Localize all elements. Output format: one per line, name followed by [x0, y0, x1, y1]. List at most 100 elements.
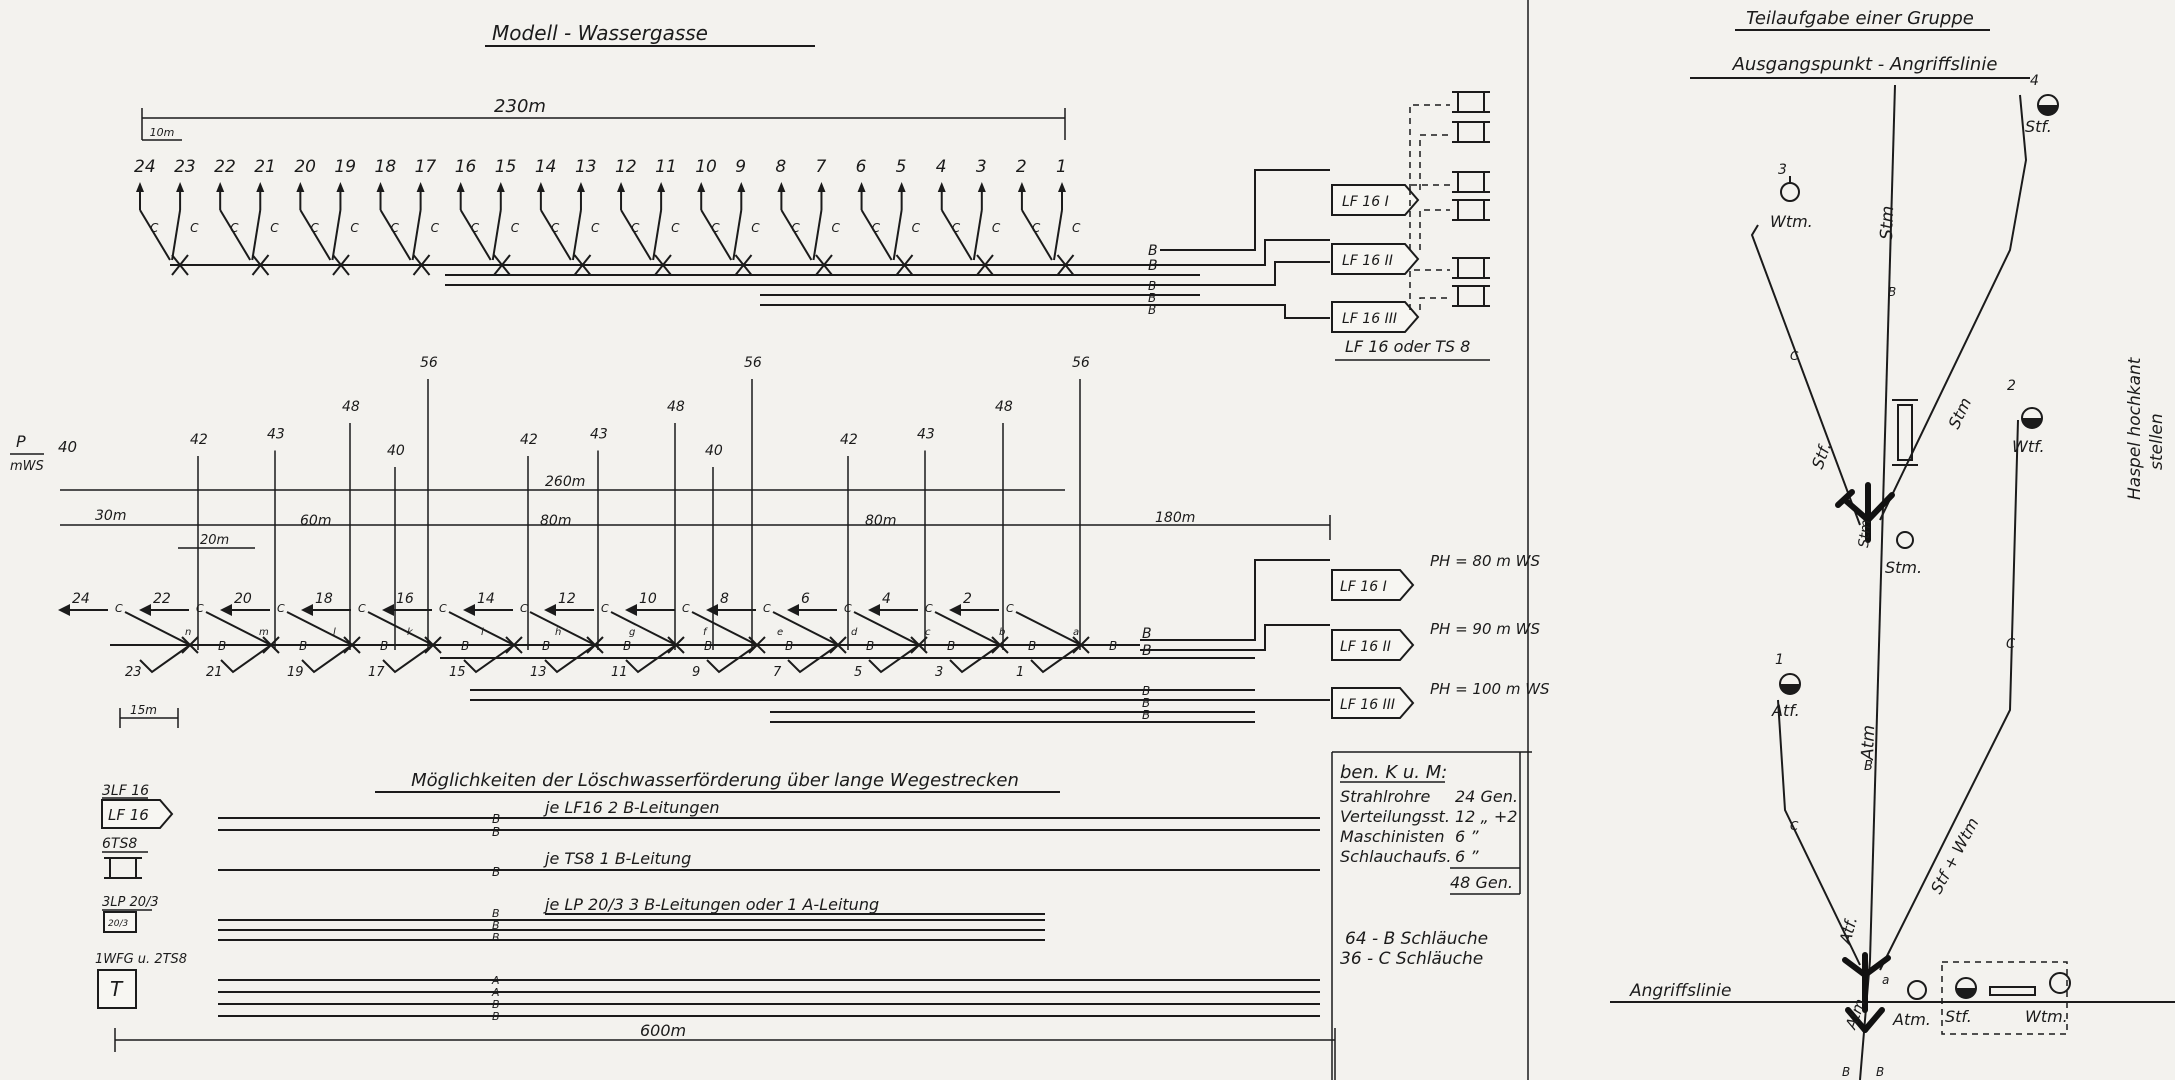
nozzle-arrow-head: [139, 604, 151, 616]
relief-group: Stf. Wtm.: [1941, 961, 2071, 1035]
label-c-right: C: [2006, 637, 2016, 652]
nozzle-number: 14: [535, 157, 557, 177]
c-hose: [772, 611, 839, 646]
c-hose-label: C: [671, 221, 680, 235]
truck-feed-1b: [1160, 239, 1330, 266]
legend-value: 24 Gen.: [1455, 787, 1518, 806]
lower-truck-lf16-2: LF 16 II: [1331, 629, 1415, 661]
ts8-feeds: [1409, 104, 1450, 310]
svg-text:Atf.: Atf.: [1771, 701, 1800, 720]
nozzle-arrow-head: [136, 182, 144, 192]
nozzle-number: 15: [495, 157, 517, 177]
hose-reel-icon: [1892, 399, 1918, 466]
distributor-lower: [1842, 952, 1891, 1033]
legend-hoses-c: 36 - C Schläuche: [1340, 949, 1483, 969]
c-hose: [251, 209, 262, 261]
hose-label-b: B: [1148, 291, 1156, 305]
dim-total-label: 230m: [494, 96, 546, 117]
label-b-lower: B: [1864, 759, 1873, 774]
nozzle-arrow-head: [817, 182, 826, 192]
c-hose-label: C: [471, 221, 480, 235]
axis-label-unit: mWS: [10, 459, 44, 474]
c-hose-label: C: [631, 221, 640, 235]
nozzle-arrow-head: [1058, 182, 1066, 192]
legend-label: Verteilungsst.: [1340, 807, 1450, 826]
c-hose-label: C: [872, 221, 881, 235]
nozzle-arrow-head: [256, 182, 265, 192]
person-marker-stm: Stm.: [1885, 531, 1922, 577]
c-hose: [331, 209, 342, 261]
c-hose: [868, 644, 920, 674]
nozzle-number: 11: [655, 157, 677, 177]
c-hose: [940, 209, 973, 261]
c-hose-label: C: [196, 602, 204, 615]
option-symbol-wfg: [97, 969, 137, 1009]
person-marker-atm: Atm.: [1892, 980, 1931, 1029]
distributor-letter: g: [629, 627, 635, 638]
truck-feed-1: [1160, 169, 1330, 251]
c-hose-label: C: [511, 221, 520, 235]
lower-truck-lf16-3: LF 16 III: [1331, 687, 1415, 719]
hose-label-b: B: [1142, 626, 1152, 642]
c-hose-label: C: [277, 602, 285, 615]
c-hose: [411, 209, 422, 261]
c-hose: [706, 644, 758, 674]
left-panel: Modell - Wassergasse 230m 10m 24C23C22C2…: [10, 21, 1550, 1080]
nozzle-arrow-head: [536, 182, 545, 192]
label-b-out: B: [1842, 1065, 1850, 1079]
axis-value: 40: [58, 438, 77, 456]
label-stf-wtm: Stf + Wtm: [1927, 814, 1983, 896]
c-hose-label: C: [711, 221, 720, 235]
nozzle-arrow-head: [625, 604, 637, 616]
branch-stf-wtm: [1879, 419, 2019, 971]
option-hose-label: B: [492, 919, 500, 932]
dim-label-80a: 80m: [540, 513, 571, 529]
lower-nozzle-row: 24C23B22C21B20C19B18C17B16C15B14C13B12C1…: [58, 591, 1117, 680]
label-stm-dist: Stm: [1856, 519, 1874, 548]
truck-lf16-1: LF 16 I: [1331, 184, 1420, 216]
person-marker-2: 2 Wtf.: [2007, 378, 2045, 456]
nozzle-arrow-head: [496, 182, 505, 192]
c-hose: [286, 611, 353, 646]
c-hose: [529, 611, 596, 646]
nozzle-number-bottom: 5: [854, 665, 862, 680]
c-hose-label: C: [601, 602, 609, 615]
right-title: Teilaufgabe einer Gruppe: [1746, 8, 1974, 29]
c-hose-label: C: [150, 221, 159, 235]
legend-value: 12 „ +2: [1455, 807, 1517, 826]
pressure-value: 48: [995, 399, 1013, 415]
c-hose-label: C: [310, 221, 319, 235]
nozzle-arrow-head: [737, 182, 746, 192]
nozzle-number: 8: [775, 157, 786, 177]
hose-label-b: B: [1148, 303, 1156, 317]
option-symbol-lf16: [101, 799, 174, 829]
pressure-value: 43: [917, 427, 935, 443]
nozzle-arrow-head: [176, 182, 185, 192]
pressure-value: 42: [520, 432, 538, 448]
option-hose-label: B: [492, 931, 500, 944]
nozzle-number: 17: [415, 157, 437, 177]
side-note-2: stellen: [2147, 413, 2167, 470]
nozzle-number-top: 4: [882, 591, 891, 607]
svg-text:1: 1: [1775, 652, 1784, 668]
nozzle-number: 9: [735, 157, 746, 177]
c-hose-label: C: [791, 221, 800, 235]
label-stm-trunk: Stm: [1877, 205, 1898, 240]
c-hose: [448, 611, 515, 646]
c-hose-label: C: [1032, 221, 1041, 235]
truck-note: LF 16 oder TS 8: [1345, 337, 1470, 356]
c-hose: [301, 644, 353, 674]
nozzle-arrow-head: [576, 182, 585, 192]
nozzle-arrow-head: [787, 604, 799, 616]
option-qty: 3LP 20/3: [102, 895, 159, 910]
upper-nozzle-row: 24C23C22C21C20C19C18C17C16C15C14C13C12C1…: [134, 157, 1081, 276]
c-hose: [949, 644, 1001, 674]
nozzle-number: 24: [134, 157, 156, 177]
nozzle-number-top: 16: [396, 591, 414, 607]
c-hose-label: C: [831, 221, 840, 235]
c-hose: [1015, 611, 1082, 646]
distributor-upper: [1835, 482, 1895, 543]
nozzle-number-top: 12: [558, 591, 576, 607]
distributor-letter: m: [259, 627, 269, 638]
c-hose: [220, 644, 272, 674]
